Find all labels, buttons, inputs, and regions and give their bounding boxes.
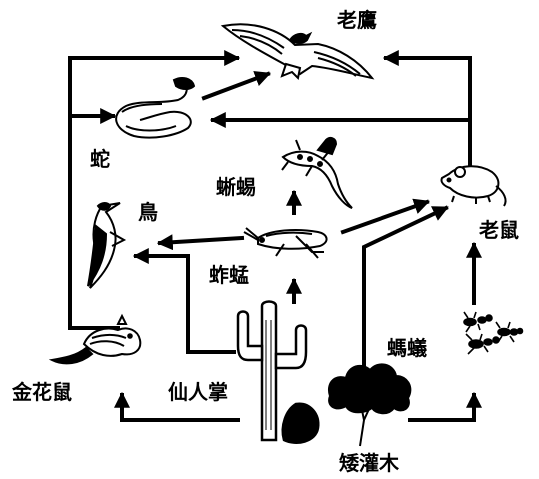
chipmunk-icon (48, 313, 142, 365)
cactus-icon (236, 300, 320, 444)
snake-label: 蛇 (90, 147, 110, 171)
bird-icon (87, 202, 127, 289)
arrow-shrub-to-ant (408, 391, 482, 422)
shrub-icon (328, 363, 412, 447)
arrow-grasshopper-to-mouse (340, 198, 431, 235)
arrow-cactus-to-bird (132, 248, 236, 354)
shrub-label: 矮灌木 (339, 451, 399, 475)
grasshopper-icon (243, 227, 328, 259)
lizard-icon (281, 136, 353, 209)
ant-label: 螞蟻 (387, 336, 427, 360)
cactus-label: 仙人掌 (168, 380, 228, 404)
snake-icon (115, 77, 196, 139)
eagle-label: 老鷹 (337, 8, 377, 32)
bird-label: 鳥 (138, 200, 158, 224)
arrow-grasshopper-to-bird (156, 234, 245, 251)
mouse-icon (440, 165, 507, 207)
eagle-icon (220, 23, 375, 81)
arrow-mouse-to-eagle (382, 50, 472, 170)
arrow-chipmunk-to-eagle (68, 50, 241, 330)
arrow-cactus-to-chipmunk (114, 391, 240, 422)
arrow-shrub-to-mouse (362, 205, 449, 368)
lizard-label: 蜥蜴 (216, 175, 256, 199)
ant-icon (463, 311, 524, 355)
arrow-snake-to-eagle (201, 71, 271, 101)
mouse-label: 老鼠 (479, 218, 519, 242)
chipmunk-label: 金花鼠 (12, 380, 72, 404)
grasshopper-label: 蚱蜢 (209, 263, 249, 287)
